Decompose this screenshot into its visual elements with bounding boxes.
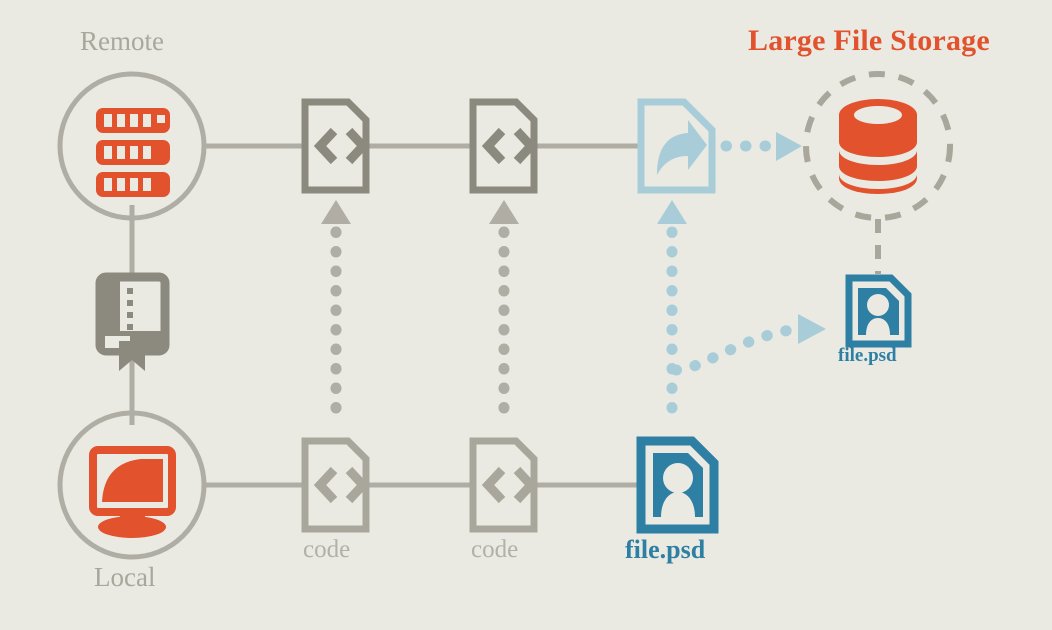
remote-pointer-file[interactable] [637,98,716,194]
portrait-head-icon [663,463,693,493]
arrow-pointer-to-storage [720,132,802,161]
share-file-icon [637,98,716,194]
local-circle [57,410,207,560]
local-psd-file-label: file.psd [625,535,706,564]
code-file-icon [301,437,370,533]
share-arrow-icon [657,120,707,175]
stored-psd-file-label: file.psd [838,345,897,366]
local-psd-file[interactable] [636,436,719,534]
remote-code-file-1[interactable] [301,98,370,194]
push-arrow-pointer [657,200,687,424]
storage-dashed-circle [803,71,953,221]
code-chevrons-icon [481,127,538,165]
local-node[interactable] [57,410,207,560]
image-file-icon [845,274,912,348]
image-file-icon [636,436,719,534]
stored-psd-file[interactable] [845,274,912,348]
remote-node-label: Remote [80,26,164,56]
code-chevrons-icon [313,127,370,165]
remote-circle [57,71,207,221]
portrait-body-icon [661,492,695,517]
portrait-head-icon [867,294,889,316]
code-chevrons-icon [313,466,370,504]
monitor-icon [89,446,176,538]
remote-node[interactable] [57,71,207,221]
code-file-icon [469,98,538,194]
code-file-icon [301,98,370,194]
code-file-icon [469,437,538,533]
local-code-file-2[interactable] [469,437,538,533]
local-node-label: Local [94,562,156,592]
remote-code-file-2[interactable] [469,98,538,194]
local-code-file-2-label: code [471,536,519,563]
database-icon [839,99,917,194]
local-code-file-1[interactable] [301,437,370,533]
book-repository-icon[interactable] [95,272,170,371]
push-arrow-code-2 [489,200,519,424]
code-chevrons-icon [481,466,538,504]
large-file-storage-node[interactable] [803,71,953,274]
server-icon [96,108,170,197]
push-arrow-code-1 [321,200,351,424]
push-arrow-large-file [670,314,826,376]
portrait-body-icon [866,318,890,335]
local-code-file-1-label: code [303,536,351,563]
connector-lines [129,143,640,488]
page-title: Large File Storage [748,24,990,57]
